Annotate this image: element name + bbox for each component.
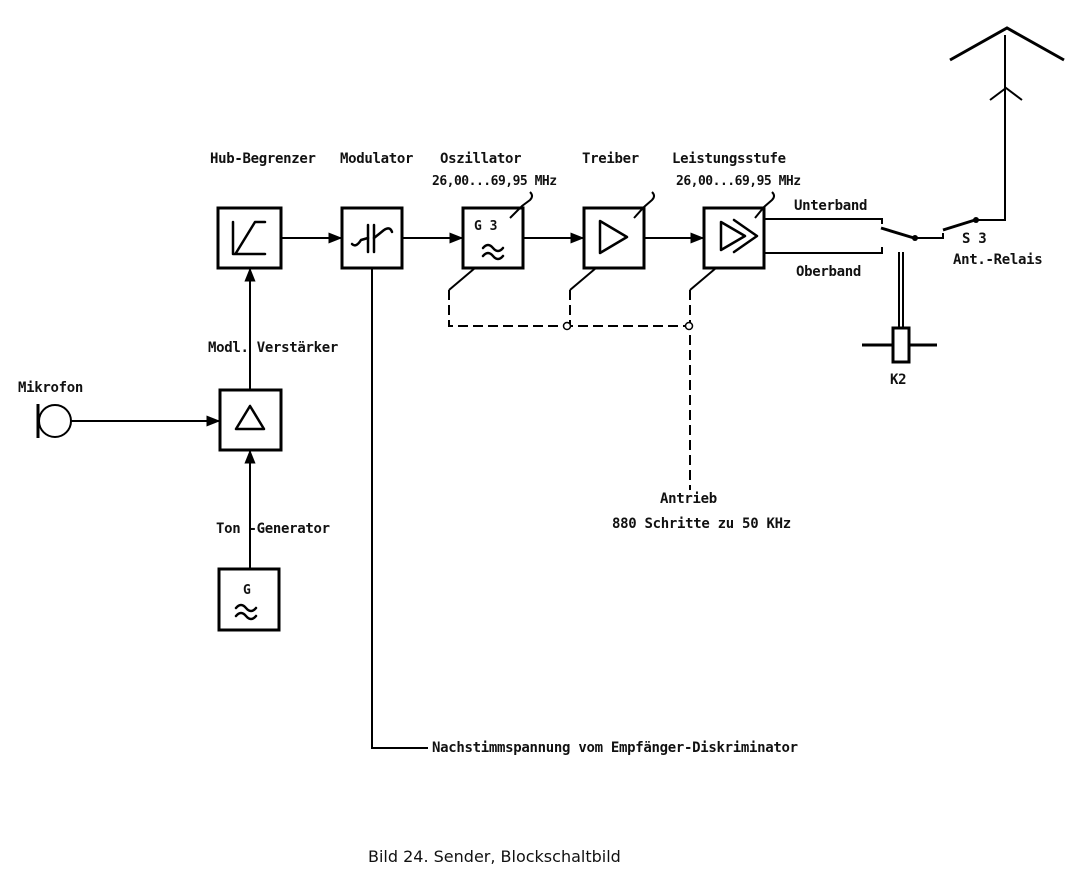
relay-k2-symbol — [862, 252, 937, 364]
antenna-switch-blade — [942, 218, 976, 232]
leistungsstufe-freq: 26,00...69,95 MHz — [676, 174, 801, 189]
hub-begrenzer-block — [216, 206, 283, 270]
amplifier-triangle-icon — [598, 219, 629, 255]
varactor-icon — [350, 223, 394, 254]
modulator-block — [340, 206, 404, 270]
limiter-icon — [231, 220, 267, 256]
tuning-linkage — [448, 267, 717, 490]
band-switch-blade — [880, 226, 915, 240]
ant-relais-label: Ant.-Relais — [953, 252, 1042, 268]
nachstimm-line — [371, 269, 428, 749]
antrieb-label: Antrieb — [660, 491, 717, 507]
unterband-label: Unterband — [794, 198, 867, 214]
leistungsstufe-block — [702, 191, 775, 270]
linkage-junction — [562, 321, 572, 331]
oszillator-freq: 26,00...69,95 MHz — [432, 174, 557, 189]
oszillator-inner-text: G 3 — [474, 219, 497, 234]
nachstimm-label: Nachstimmspannung vom Empfänger-Diskrimi… — [432, 740, 798, 756]
oberband-label: Oberband — [796, 264, 861, 280]
oszillator-block: G 3 — [461, 191, 533, 270]
double-amplifier-icon — [719, 218, 759, 254]
sine-wave-icon — [481, 243, 505, 261]
leistungsstufe-tuning-arrow — [754, 191, 775, 219]
oszillator-label: Oszillator — [440, 151, 521, 167]
oszillator-tuning-arrow — [509, 191, 533, 219]
unterband-line — [765, 218, 883, 224]
mikrofon-symbol — [36, 404, 72, 438]
linkage-junction — [684, 321, 694, 331]
hub-begrenzer-label: Hub-Begrenzer — [210, 151, 316, 167]
mikrofon-label: Mikrofon — [18, 380, 83, 396]
modulator-label: Modulator — [340, 151, 413, 167]
leistungsstufe-label: Leistungsstufe — [672, 151, 786, 167]
treiber-tuning-arrow — [633, 191, 655, 219]
figure-caption: Bild 24. Sender, Blockschaltbild — [368, 847, 621, 866]
amplifier-triangle-icon — [234, 404, 266, 431]
treiber-label: Treiber — [582, 151, 639, 167]
ton-generator-block: G — [217, 567, 281, 632]
antenna-feed-line — [976, 35, 1006, 221]
modl-verstaerker-block — [218, 388, 283, 452]
switch-s3-label: S 3 — [962, 231, 986, 247]
modl-verstaerker-label: Modl. Verstärker — [208, 340, 338, 356]
treiber-block — [582, 191, 655, 270]
switch-link-line — [915, 233, 944, 239]
oberband-line — [765, 247, 883, 254]
ton-generator-label: Ton -Generator — [216, 521, 330, 537]
ton-generator-inner-text: G — [243, 583, 251, 598]
sine-wave-icon — [234, 603, 258, 621]
antenna-icon — [949, 26, 1065, 101]
antrieb-detail: 880 Schritte zu 50 KHz — [612, 516, 791, 532]
relay-k2-label: K2 — [890, 372, 906, 388]
